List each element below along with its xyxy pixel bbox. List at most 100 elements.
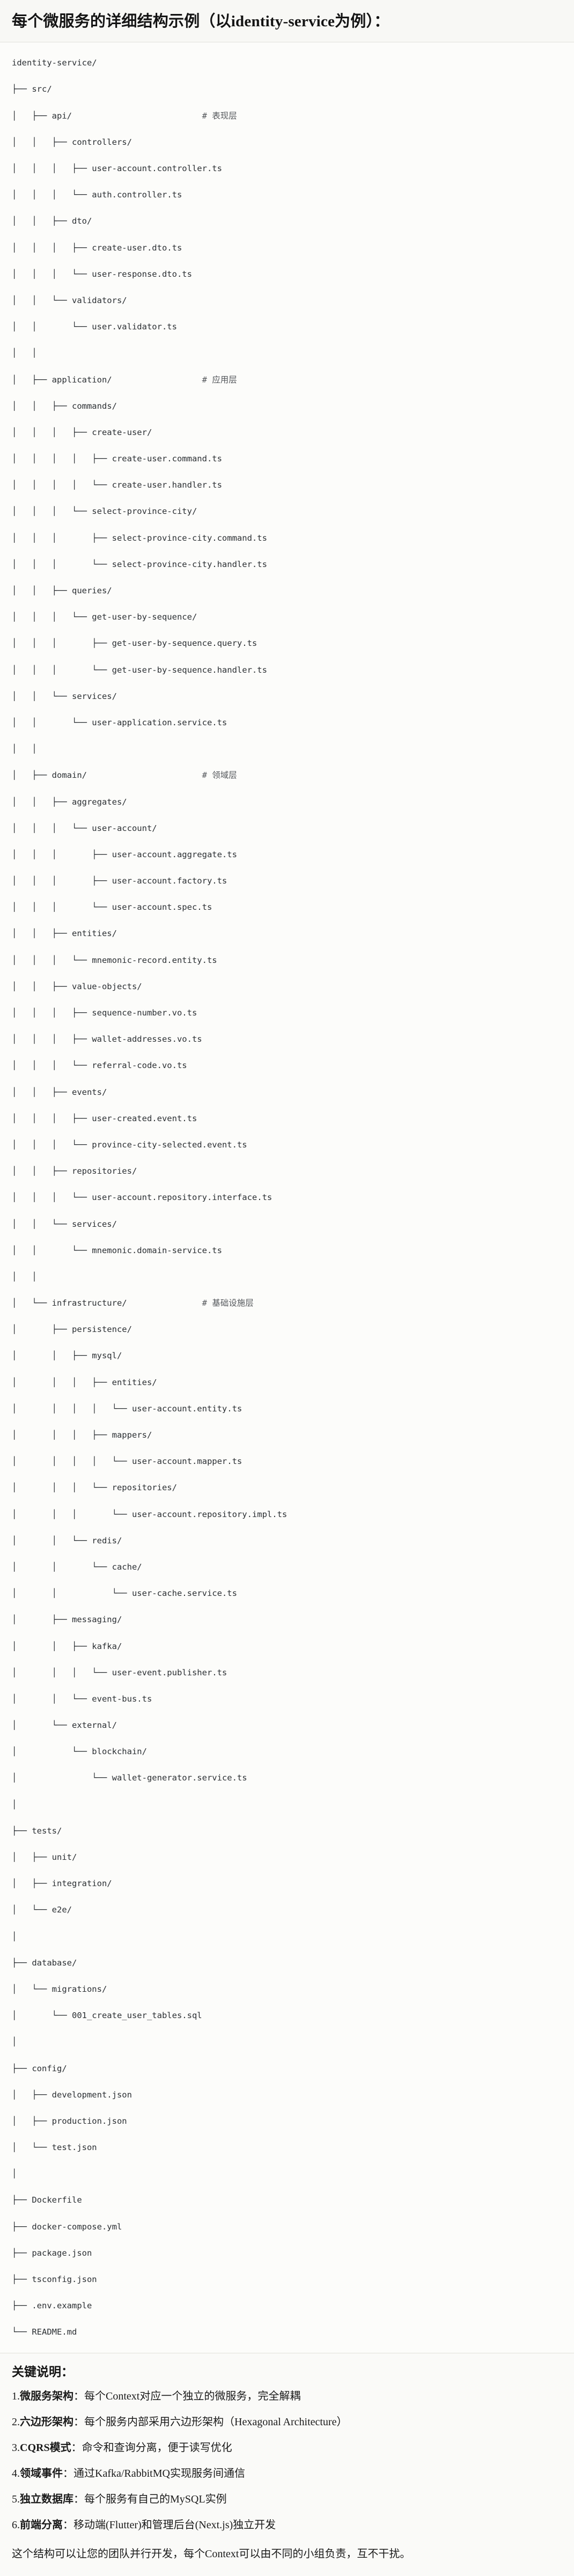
key-point-number: 6.	[12, 2519, 20, 2531]
tree-line: ├── config/	[12, 2063, 67, 2073]
tree-line: │ │ └── redis/	[12, 1535, 122, 1545]
tree-line: │ │ │ ├── sequence-number.vo.ts	[12, 1008, 197, 1018]
tree-layer-comment: # 领域层	[202, 770, 237, 781]
tree-line: │ │ ├── controllers/	[12, 137, 132, 147]
tree-line: │ │ └── services/	[12, 1219, 117, 1229]
tree-line: │ └── migrations/	[12, 1984, 107, 1994]
tree-line: │ │ │ └── select-province-city.handler.t…	[12, 559, 267, 569]
key-point-description: 每个服务有自己的MySQL实例	[84, 2493, 227, 2505]
tree-line: │ │	[12, 348, 37, 358]
key-point-separator: ：	[73, 2390, 84, 2402]
key-point-item: 4.领域事件：通过Kafka/RabbitMQ实现服务间通信	[12, 2466, 562, 2482]
tree-line: │ │ ├── mysql/	[12, 1351, 122, 1361]
tree-line: ├── package.json	[12, 2248, 92, 2258]
key-points-heading: 关键说明：	[12, 2365, 73, 2379]
tree-line: │ ├── persistence/	[12, 1324, 132, 1335]
key-point-item: 1.微服务架构：每个Context对应一个独立的微服务，完全解耦	[12, 2389, 562, 2404]
tree-line: identity-service/	[12, 58, 97, 68]
key-point-separator: ：	[71, 2441, 82, 2454]
tree-line: │ │ │ └── user-account.repository.impl.t…	[12, 1509, 288, 1519]
tree-line: │ │ │ └── select-province-city/	[12, 506, 197, 517]
tree-line: │ │ │ └── get-user-by-sequence.handler.t…	[12, 665, 267, 675]
tree-line: │ ├── application/ # 应用层	[12, 374, 237, 385]
tree-line: │ └── test.json	[12, 2143, 97, 2153]
tree-line: ├── .env.example	[12, 2301, 92, 2311]
tree-line: │ │ │ ├── create-user.dto.ts	[12, 242, 182, 253]
key-point-separator: ：	[63, 2519, 73, 2531]
tree-line: │ │	[12, 744, 37, 754]
tree-line: │ │ │ └── repositories/	[12, 1483, 177, 1493]
key-point-number: 3.	[12, 2441, 20, 2454]
tree-line: ├── src/	[12, 84, 52, 94]
directory-tree-block: identity-service/ ├── src/ │ ├── api/ # …	[0, 42, 574, 2353]
tree-line: │ │ └── cache/	[12, 1562, 142, 1572]
tree-line: │ │ │ └── user-account.spec.ts	[12, 902, 212, 912]
tree-line: │ └── 001_create_user_tables.sql	[12, 2011, 202, 2021]
tree-line: │ ├── api/ # 表现层	[12, 111, 237, 121]
key-point-description: 每个Context对应一个独立的微服务，完全解耦	[84, 2390, 301, 2402]
tree-line: │ │ │ ├── user-account.controller.ts	[12, 164, 222, 173]
tree-line: │ │ │ │ └── create-user.handler.ts	[12, 480, 222, 490]
document-header: 每个微服务的详细结构示例（以identity-service为例）：	[0, 0, 574, 43]
key-point-separator: ：	[63, 2467, 73, 2479]
tree-line: │ ├── integration/	[12, 1879, 112, 1889]
tree-line: │ │ │ ├── mappers/	[12, 1430, 152, 1440]
tree-line: │ │ │ │ ├── create-user.command.ts	[12, 454, 222, 464]
tree-line: │	[12, 1799, 17, 1809]
tree-line: │	[12, 2037, 17, 2047]
tree-line: │ │ ├── value-objects/	[12, 981, 142, 991]
key-point-number: 1.	[12, 2390, 20, 2402]
tree-line: │ │ │ └── user-account.repository.interf…	[12, 1193, 273, 1203]
tree-line: │ │ └── event-bus.ts	[12, 1694, 152, 1704]
tree-line: │ │ │ ├── entities/	[12, 1377, 157, 1387]
tree-line: │ ├── domain/ # 领域层	[12, 770, 237, 781]
key-point-separator: ：	[73, 2493, 84, 2505]
tree-line: │ │ │ ├── select-province-city.command.t…	[12, 533, 267, 543]
tree-line: │ │ │ └── referral-code.vo.ts	[12, 1061, 187, 1071]
tree-line: ├── tsconfig.json	[12, 2275, 97, 2284]
key-point-term: 独立数据库	[20, 2493, 73, 2505]
key-point-description: 命令和查询分离，便于读写优化	[82, 2441, 232, 2454]
tree-line: │ │ ├── queries/	[12, 586, 112, 595]
closing-note: 这个结构可以让您的团队并行开发，每个Context可以由不同的小组负责，互不干扰…	[12, 2548, 411, 2560]
key-point-description: 移动端(Flutter)和管理后台(Next.js)独立开发	[73, 2519, 276, 2531]
key-point-description: 每个服务内部采用六边形架构（Hexagonal Architecture）	[84, 2416, 348, 2428]
tree-line: │ └── external/	[12, 1720, 117, 1731]
tree-line: │ │ └── user.validator.ts	[12, 322, 177, 332]
tree-layer-comment: # 应用层	[202, 374, 237, 385]
tree-line: │ │ │ │ └── user-account.mapper.ts	[12, 1456, 242, 1467]
tree-line: │ │ └── validators/	[12, 295, 127, 305]
tree-line: │ ├── production.json	[12, 2116, 127, 2126]
tree-line: │ │ └── mnemonic.domain-service.ts	[12, 1245, 222, 1255]
key-point-item: 2.六边形架构：每个服务内部采用六边形架构（Hexagonal Architec…	[12, 2415, 562, 2430]
key-point-term: 微服务架构	[20, 2390, 73, 2402]
tree-line: │ │ │ └── user-event.publisher.ts	[12, 1667, 227, 1677]
tree-line: │ └── infrastructure/ # 基础设施层	[12, 1298, 254, 1308]
tree-line: │ │ │ └── user-response.dto.ts	[12, 269, 192, 279]
tree-line: │	[12, 1931, 17, 1941]
tree-line: │ │ │ └── get-user-by-sequence/	[12, 612, 197, 622]
tree-line: │ │ │ └── user-account/	[12, 823, 157, 833]
tree-line: │ │ └── services/	[12, 691, 117, 701]
tree-line: │ │ ├── aggregates/	[12, 797, 127, 807]
tree-layer-comment: # 表现层	[202, 111, 237, 121]
tree-line: │ │ │ └── auth.controller.ts	[12, 190, 182, 200]
tree-line: │	[12, 2169, 17, 2179]
key-point-item: 6.前端分离：移动端(Flutter)和管理后台(Next.js)独立开发	[12, 2518, 562, 2533]
tree-line: │ │ │ └── province-city-selected.event.t…	[12, 1139, 247, 1150]
tree-line: ├── tests/	[12, 1826, 62, 1836]
tree-line: │ │ │ ├── user-account.aggregate.ts	[12, 849, 237, 859]
tree-line: │ │ └── user-cache.service.ts	[12, 1588, 237, 1599]
directory-tree: identity-service/ ├── src/ │ ├── api/ # …	[12, 56, 562, 2339]
key-point-number: 4.	[12, 2467, 20, 2479]
tree-line: │ │ │ ├── user-created.event.ts	[12, 1113, 197, 1123]
key-point-number: 5.	[12, 2493, 20, 2505]
tree-line: │ └── wallet-generator.service.ts	[12, 1773, 247, 1783]
tree-line: │ ├── messaging/	[12, 1615, 122, 1625]
tree-line: │ │ │ │ └── user-account.entity.ts	[12, 1403, 242, 1414]
tree-line: │ │ │ ├── user-account.factory.ts	[12, 876, 227, 886]
key-point-number: 2.	[12, 2416, 20, 2428]
tree-line: │ └── blockchain/	[12, 1747, 147, 1757]
